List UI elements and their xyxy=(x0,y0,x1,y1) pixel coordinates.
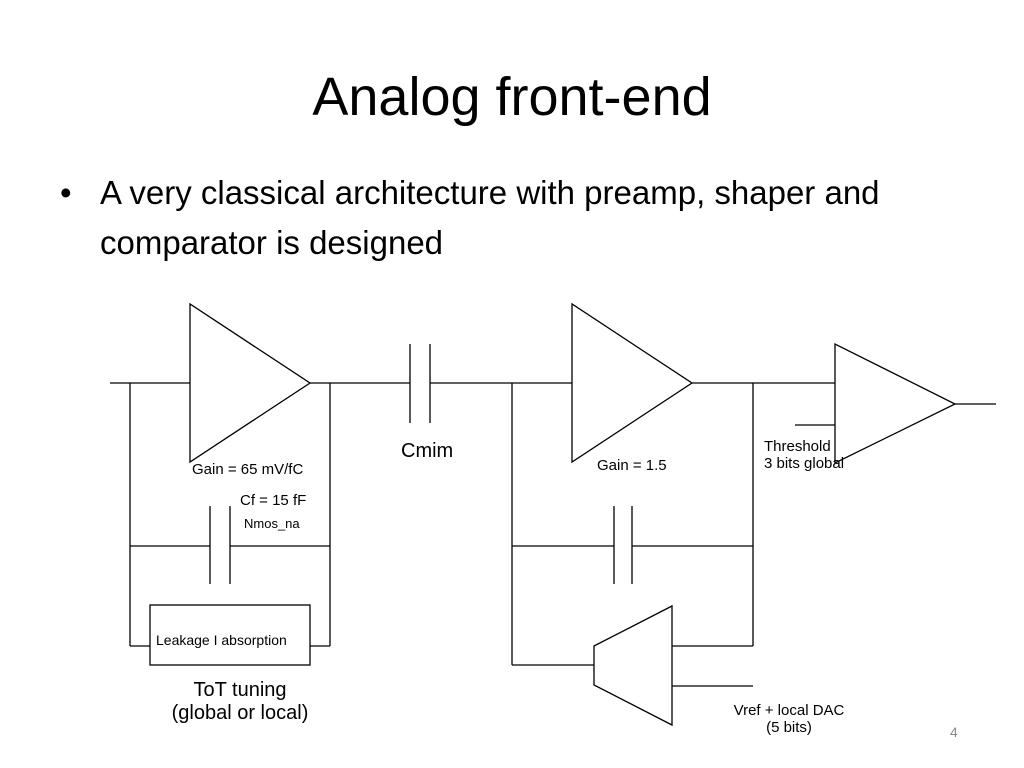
bullet-text: A very classical architecture with pream… xyxy=(100,174,880,261)
tot-tuning-label: ToT tuning (global or local) xyxy=(150,679,330,725)
tot-tuning-line2: (global or local) xyxy=(171,702,309,724)
feedback-device-label: Nmos_na xyxy=(244,516,300,531)
coupling-cap xyxy=(409,344,572,423)
tot-tuning-line1: ToT tuning xyxy=(193,679,287,701)
comparator-triangle xyxy=(834,342,957,465)
slide-title: Analog front-end xyxy=(312,67,712,127)
vref-line2: (5 bits) xyxy=(766,719,812,736)
threshold-line2: 3 bits global xyxy=(764,455,845,472)
leakage-label: Leakage I absorption xyxy=(156,632,287,648)
preamp-stage xyxy=(110,302,410,666)
feedback-cap-label: Cf = 15 fF xyxy=(240,492,307,509)
threshold-line1: Threshold xyxy=(764,438,831,455)
preamp-gain-label: Gain = 65 mV/fC xyxy=(192,461,304,478)
vref-dac-trapezoid xyxy=(593,604,673,727)
page-number: 4 xyxy=(950,724,958,740)
bullet-dot-icon: • xyxy=(60,174,72,211)
threshold-label: Threshold 3 bits global xyxy=(764,438,844,472)
preamp-triangle xyxy=(189,302,312,464)
vref-line1: Vref + local DAC xyxy=(733,702,845,719)
comparator-stage xyxy=(795,342,996,465)
shaper-stage xyxy=(511,302,835,727)
shaper-gain-label: Gain = 1.5 xyxy=(597,457,667,474)
shaper-triangle xyxy=(571,302,694,464)
cmim-label: Cmim xyxy=(401,440,454,462)
leakage-box xyxy=(149,604,311,666)
vref-label: Vref + local DAC (5 bits) xyxy=(714,702,864,736)
